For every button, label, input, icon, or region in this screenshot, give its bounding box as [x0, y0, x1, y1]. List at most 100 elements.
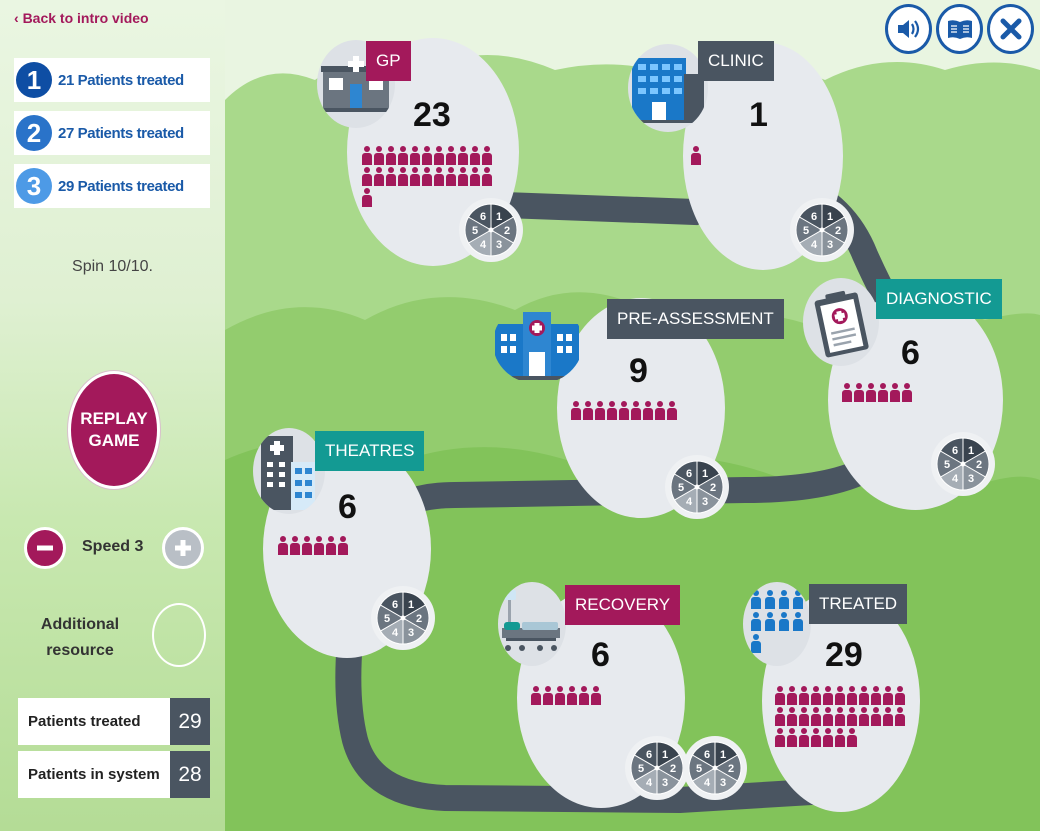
back-to-intro-link[interactable]: ‹ Back to intro video: [14, 10, 149, 26]
wheel-number: 2: [670, 763, 676, 775]
wheel-number: 4: [952, 473, 959, 485]
station-clinic-count: 1: [749, 96, 768, 134]
clinic-hospital-icon: [630, 58, 706, 123]
wheel-number: 2: [728, 763, 734, 775]
wheel-number: 5: [384, 613, 390, 625]
station-treated-patients: [775, 686, 915, 747]
guide-button[interactable]: [936, 4, 983, 54]
patient-icon: [278, 536, 288, 555]
wheel-number: 2: [976, 459, 982, 471]
additional-label-1: Additional: [40, 616, 120, 633]
patient-icon: [799, 728, 809, 747]
wheel-number: 5: [472, 225, 478, 237]
patient-icon: [895, 686, 905, 705]
wheel-number: 1: [662, 749, 668, 761]
patient-icon: [799, 707, 809, 726]
person-icon: [751, 634, 763, 654]
patient-icon: [314, 536, 324, 555]
wheel-segment: [633, 741, 658, 769]
patients-in-system-value: 28: [170, 751, 210, 798]
patient-icon: [787, 728, 797, 747]
speed-decrease-button[interactable]: [24, 527, 66, 569]
wheel-segment: [379, 591, 404, 619]
wheel-number: 2: [835, 225, 841, 237]
wheel-number: 2: [416, 613, 422, 625]
patient-icon: [362, 146, 372, 165]
patient-icon: [543, 686, 553, 705]
patient-icon: [362, 167, 372, 186]
patient-icon: [482, 167, 492, 186]
wheel-number: 1: [408, 599, 414, 611]
station-gp-patients: [362, 146, 502, 207]
wheel-number: 1: [496, 211, 502, 223]
gp-building-icon: [319, 56, 393, 112]
wheel-number: 1: [720, 749, 726, 761]
wheel-number: 3: [408, 627, 414, 639]
wheel-number: 1: [827, 211, 833, 223]
speed-increase-button[interactable]: [162, 527, 204, 569]
wheel-number: 1: [968, 445, 974, 457]
station-clinic-patients: [691, 146, 751, 165]
wheel-segment: [798, 203, 823, 231]
patients-in-system-label: Patients in system: [28, 766, 160, 783]
additional-resource-slot[interactable]: [152, 603, 206, 667]
person-icon: [779, 590, 791, 610]
wheel-number: 3: [720, 777, 726, 789]
sound-button[interactable]: [885, 4, 932, 54]
station-recovery-count: 6: [591, 636, 610, 674]
patient-icon: [847, 707, 857, 726]
minus-icon: [37, 545, 53, 551]
wheel-number: 6: [646, 749, 652, 761]
wheel-hub: [488, 227, 494, 233]
wheel-number: 3: [662, 777, 668, 789]
station-recovery-icon-bg: [498, 582, 566, 666]
wheel-number: 1: [702, 468, 708, 480]
wheel-number: 6: [392, 599, 398, 611]
patient-icon: [374, 146, 384, 165]
theatre-tower-icon: [261, 436, 315, 510]
patient-icon: [434, 146, 444, 165]
patients-treated-label: Patients treated: [28, 713, 141, 730]
wheel-number: 6: [811, 211, 817, 223]
wheel-number: 4: [811, 239, 818, 251]
close-button[interactable]: [987, 4, 1034, 54]
patient-icon: [847, 686, 857, 705]
wheel-number: 5: [803, 225, 809, 237]
wheel-hub: [960, 461, 966, 467]
station-theatres-patients: [278, 536, 358, 555]
wheel-hub: [654, 765, 660, 771]
patient-icon: [290, 536, 300, 555]
patient-icon: [691, 146, 701, 165]
patient-icon: [811, 707, 821, 726]
wheel-number: 5: [678, 482, 684, 494]
patient-icon: [386, 167, 396, 186]
patient-icon: [871, 707, 881, 726]
patient-icon: [398, 146, 408, 165]
patient-icon: [595, 401, 605, 420]
wheel-number: 4: [704, 777, 711, 789]
station-treated-count: 29: [825, 636, 863, 674]
wheel-number: 3: [496, 239, 502, 251]
patient-icon: [823, 728, 833, 747]
patients-in-system-stat: Patients in system 28: [18, 751, 210, 798]
level-1-text: 21 Patients treated: [58, 71, 184, 89]
wheel-number: 3: [968, 473, 974, 485]
back-link-label: Back to intro video: [22, 10, 149, 26]
patient-icon: [655, 401, 665, 420]
wheel-hub: [694, 484, 700, 490]
station-clinic-badge: CLINIC: [698, 41, 774, 81]
wheel-hub: [819, 227, 825, 233]
book-icon: [947, 20, 972, 39]
wheel-number: 6: [480, 211, 486, 223]
person-icon: [751, 590, 763, 610]
level-1-score: 1 21 Patients treated: [14, 58, 210, 102]
